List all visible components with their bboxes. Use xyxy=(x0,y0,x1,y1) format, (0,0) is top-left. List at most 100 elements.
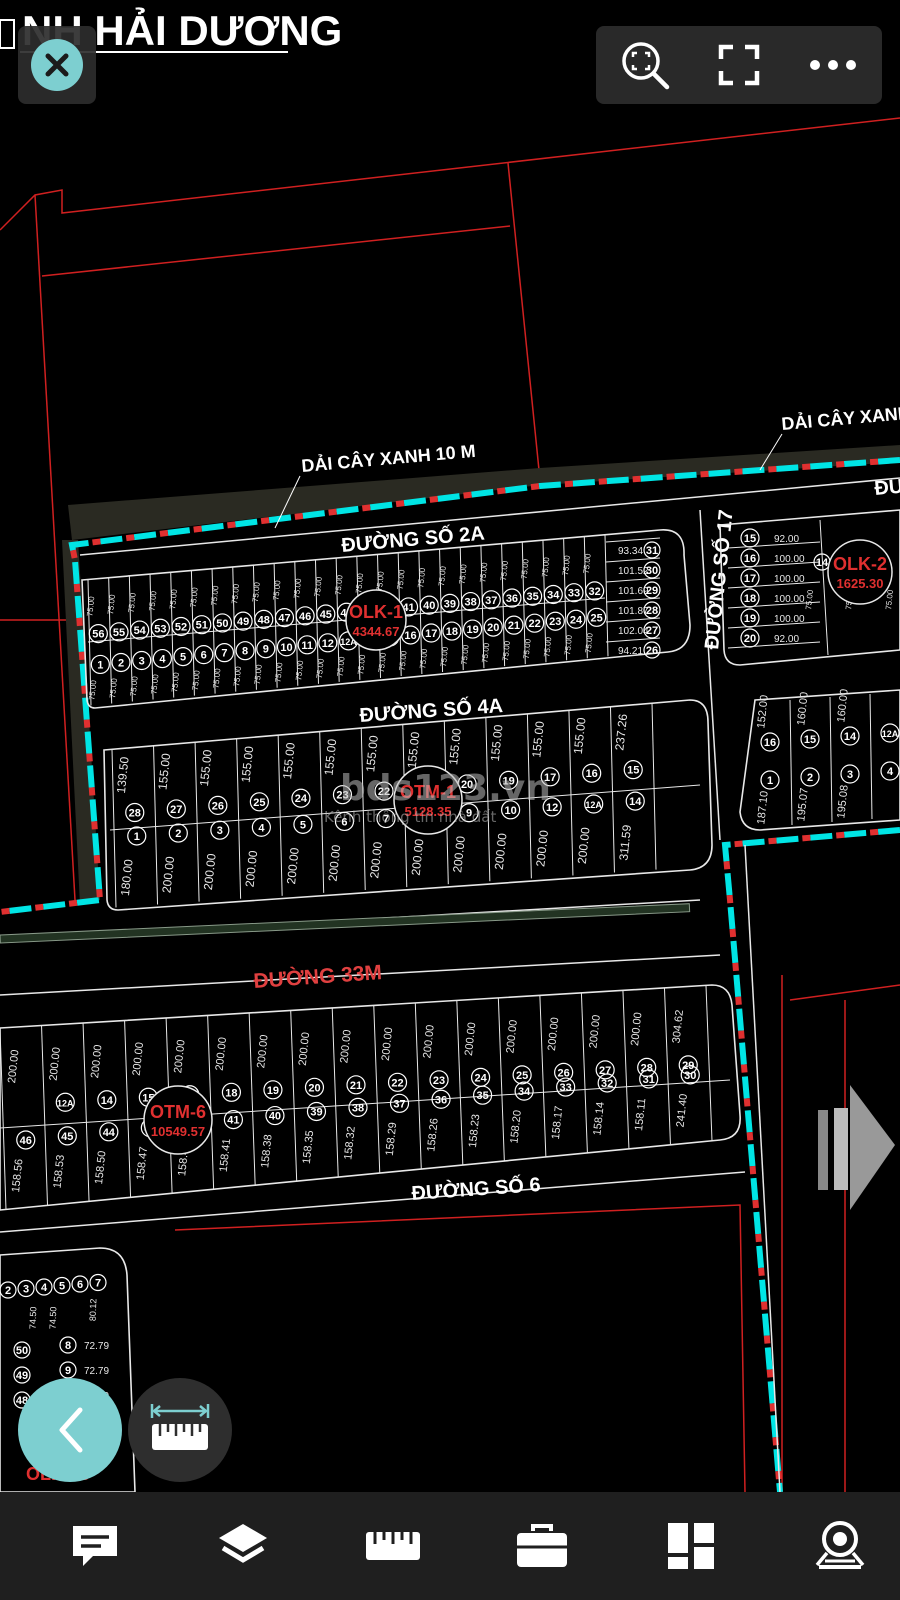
lot-number[interactable]: 37 xyxy=(389,1093,410,1113)
lot-number[interactable]: 2 xyxy=(0,1281,17,1299)
lot-number[interactable]: 2 xyxy=(111,652,131,673)
lot-number[interactable]: 25 xyxy=(587,607,607,627)
zoom-fit-button[interactable] xyxy=(600,26,690,104)
lot-number[interactable]: 40 xyxy=(419,595,439,615)
lot-number[interactable]: 24 xyxy=(566,609,586,629)
lot-number[interactable]: 8 xyxy=(235,641,255,661)
lot-number[interactable]: 19 xyxy=(499,770,519,790)
lot-number[interactable]: 25 xyxy=(512,1065,532,1085)
lot-number[interactable]: 10 xyxy=(276,637,297,657)
back-button[interactable] xyxy=(18,1378,122,1482)
lot-number[interactable]: 1 xyxy=(90,654,110,675)
measure-button[interactable] xyxy=(128,1378,232,1482)
lot-number[interactable]: 24 xyxy=(291,788,311,808)
lot-number[interactable]: 54 xyxy=(130,620,150,640)
lot-number[interactable]: 6 xyxy=(334,811,355,832)
lot-number[interactable]: 11 xyxy=(297,635,317,655)
lot-number[interactable]: 23 xyxy=(545,611,565,631)
lot-number[interactable]: 2 xyxy=(168,823,188,843)
lot-number[interactable]: 10 xyxy=(501,800,521,820)
lot-number[interactable]: 21 xyxy=(346,1075,366,1095)
lot-number[interactable]: 28 xyxy=(643,601,661,619)
lot-number[interactable]: 35 xyxy=(472,1085,493,1105)
lot-number[interactable]: 56 xyxy=(88,623,108,644)
lot-number[interactable]: 50 xyxy=(212,613,233,633)
layers-button[interactable] xyxy=(168,1492,318,1600)
lot-number[interactable]: 16 xyxy=(740,548,760,568)
grid-button[interactable] xyxy=(616,1492,766,1600)
lot-number[interactable]: 1 xyxy=(760,770,780,790)
lot-number[interactable]: 15 xyxy=(623,760,643,780)
planning-map[interactable]: NH HẢI DƯƠNG DẢI CÂY XANH 10 M DẢI CÂY xyxy=(0,0,900,1492)
lot-number[interactable]: 20 xyxy=(483,617,503,637)
lot-number[interactable]: 38 xyxy=(348,1097,368,1118)
lot-number[interactable]: 48 xyxy=(254,609,274,629)
lot-number[interactable]: 12A xyxy=(55,1092,75,1112)
lot-number[interactable]: 19 xyxy=(740,608,760,628)
lot-number[interactable]: 5 xyxy=(293,814,313,834)
close-button[interactable] xyxy=(18,26,96,104)
lot-number[interactable]: 18 xyxy=(740,588,760,608)
ruler-button[interactable] xyxy=(318,1492,468,1600)
lot-number[interactable]: 12A xyxy=(880,723,900,743)
lot-number[interactable]: 27 xyxy=(595,1060,615,1080)
lot-number[interactable]: 34 xyxy=(543,584,563,605)
lot-number[interactable]: 6 xyxy=(71,1275,89,1293)
lot-number[interactable]: 31 xyxy=(643,541,661,559)
lot-number[interactable]: 16 xyxy=(760,732,780,752)
lot-number[interactable]: 46 xyxy=(295,606,315,626)
lot-number[interactable]: 18 xyxy=(442,621,462,641)
briefcase-button[interactable] xyxy=(467,1492,617,1600)
lot-number[interactable]: 18 xyxy=(221,1082,242,1102)
lot-number[interactable]: 28 xyxy=(125,802,145,823)
lot-number[interactable]: 8 xyxy=(59,1336,77,1354)
lot-number[interactable]: 47 xyxy=(274,607,295,628)
lot-number[interactable]: 17 xyxy=(540,767,560,787)
lot-number[interactable]: 4 xyxy=(251,817,271,837)
block-otm-1[interactable]: 281139.50180.00272155.00200.00263155.002… xyxy=(103,699,713,911)
lot-number[interactable]: 15 xyxy=(740,528,760,548)
lot-number[interactable]: 39 xyxy=(440,593,460,613)
lot-number[interactable]: 46 xyxy=(16,1130,36,1150)
lot-number[interactable]: 22 xyxy=(374,781,394,801)
lot-number[interactable]: 41 xyxy=(223,1110,244,1130)
close-icon[interactable] xyxy=(31,39,83,91)
lot-number[interactable]: 34 xyxy=(514,1081,534,1101)
lot-number[interactable]: 20 xyxy=(740,628,760,648)
lot-number[interactable]: 31 xyxy=(639,1069,659,1089)
lot-number[interactable]: 14 xyxy=(840,726,860,746)
lot-number[interactable]: 1 xyxy=(127,826,147,846)
lot-number[interactable]: 55 xyxy=(109,622,129,642)
lot-number[interactable]: 7 xyxy=(376,808,396,829)
block-otm-6[interactable]: 46200.00158.5612A45200.00158.531444200.0… xyxy=(0,984,741,1211)
lot-number[interactable]: 27 xyxy=(166,799,186,819)
location-view-button[interactable] xyxy=(765,1492,900,1600)
lot-number[interactable]: 26 xyxy=(208,795,228,815)
lot-number[interactable]: 20 xyxy=(304,1077,325,1097)
lot-number[interactable]: 36 xyxy=(502,588,522,608)
lot-number[interactable]: 36 xyxy=(431,1089,451,1109)
lot-number[interactable]: 35 xyxy=(523,586,543,606)
lot-number[interactable]: 29 xyxy=(643,581,661,599)
lot-number[interactable]: 12 xyxy=(542,797,562,817)
lot-number[interactable]: 33 xyxy=(556,1077,576,1097)
lot-number[interactable]: 22 xyxy=(525,613,545,633)
more-button[interactable] xyxy=(788,26,878,104)
lot-number[interactable]: 30 xyxy=(643,561,661,579)
lot-number[interactable]: 3 xyxy=(840,764,860,784)
lot-number[interactable]: 16 xyxy=(582,763,602,783)
lot-number[interactable]: 45 xyxy=(57,1126,77,1146)
lot-number[interactable]: 2 xyxy=(800,767,820,787)
lot-number[interactable]: 17 xyxy=(740,568,760,588)
lot-number[interactable]: 33 xyxy=(564,583,584,603)
lot-number[interactable]: 12A xyxy=(584,794,604,814)
lot-number[interactable]: 15 xyxy=(800,729,820,749)
comment-button[interactable] xyxy=(20,1492,170,1600)
lot-number[interactable]: 7 xyxy=(214,643,235,663)
lot-number[interactable]: 38 xyxy=(460,591,481,612)
lot-number[interactable]: 39 xyxy=(306,1101,327,1122)
lot-number[interactable]: 6 xyxy=(194,645,214,665)
